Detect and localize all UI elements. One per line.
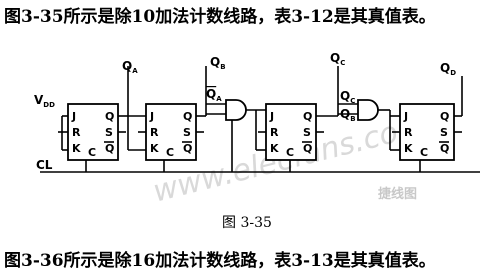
svg-text:C: C xyxy=(166,146,174,159)
svg-text:Q: Q xyxy=(183,110,192,123)
flip-flop-4: J R K C Q S Q xyxy=(399,103,455,161)
svg-text:R: R xyxy=(150,126,159,139)
svg-text:Q: Q xyxy=(303,110,312,123)
svg-text:K: K xyxy=(404,142,413,155)
svg-text:S: S xyxy=(183,126,191,139)
and-gate-1 xyxy=(225,99,266,121)
qb-label: QB xyxy=(210,55,226,71)
pin-j: J xyxy=(71,110,76,123)
flip-flop-2: J R K C Q S Q xyxy=(145,103,197,161)
svg-text:J: J xyxy=(149,110,154,123)
svg-text:Q: Q xyxy=(440,142,449,155)
cl-label: CL xyxy=(36,158,53,172)
svg-text:Q: Q xyxy=(303,142,312,155)
flip-flop-3: J R K C Q S Q xyxy=(265,103,317,161)
qc-label: QC xyxy=(330,51,345,67)
svg-text:S: S xyxy=(440,126,448,139)
pin-c: C xyxy=(88,146,96,159)
svg-text:S: S xyxy=(303,126,311,139)
svg-text:K: K xyxy=(270,142,279,155)
watermark-logo: 捷线图 xyxy=(378,186,417,202)
qd-label: QD xyxy=(440,61,456,77)
qa-label: QA xyxy=(122,59,138,75)
pin-qbar: Q xyxy=(105,142,114,155)
header-text: 图3-35所示是除10加法计数线路，表3-12是其真值表。 xyxy=(4,7,436,27)
svg-text:C: C xyxy=(286,146,294,159)
pin-k: K xyxy=(72,142,81,155)
qa-bar-label: QA xyxy=(206,87,222,103)
qc-in-label: QC xyxy=(340,89,355,105)
pin-r: R xyxy=(72,126,81,139)
figure-caption: 图 3-35 xyxy=(222,215,272,231)
svg-text:R: R xyxy=(270,126,279,139)
vdd-label: VDD xyxy=(34,93,55,109)
qb-in-label: QB xyxy=(340,107,356,123)
svg-text:R: R xyxy=(404,126,413,139)
svg-text:J: J xyxy=(403,110,408,123)
svg-text:Q: Q xyxy=(183,142,192,155)
flip-flop-1: J R K C Q S Q xyxy=(67,103,119,161)
svg-text:Q: Q xyxy=(440,110,449,123)
svg-text:K: K xyxy=(150,142,159,155)
svg-text:C: C xyxy=(420,146,428,159)
svg-text:J: J xyxy=(269,110,274,123)
footer-text: 图3-36所示是除16加法计数线路，表3-13是其真值表。 xyxy=(4,251,436,271)
pin-s: S xyxy=(105,126,113,139)
pin-q: Q xyxy=(105,110,114,123)
and-gate-2 xyxy=(357,99,400,121)
